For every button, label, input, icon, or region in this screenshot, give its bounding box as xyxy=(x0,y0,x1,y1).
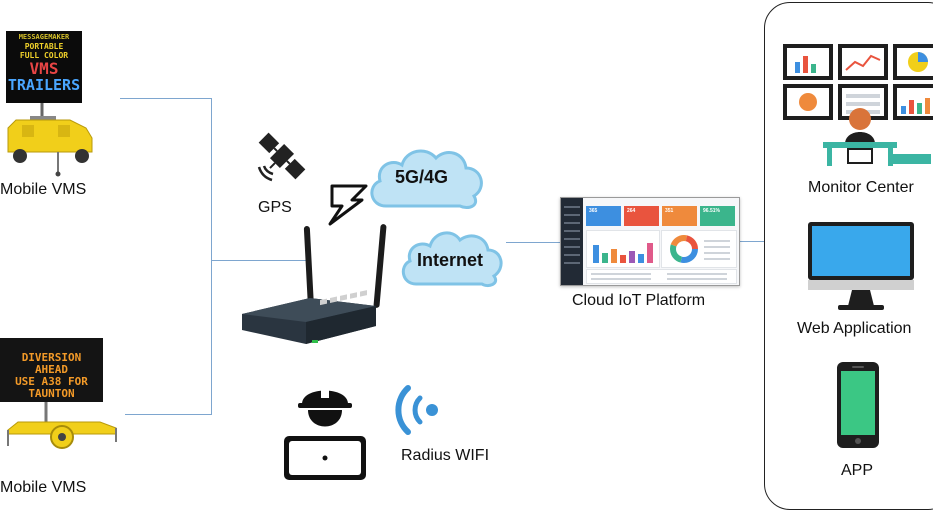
kpi-card-2: 264 xyxy=(624,206,659,226)
cellular-cloud-icon xyxy=(370,149,483,210)
kpi-card-1: 365 xyxy=(586,206,621,226)
app-label: APP xyxy=(841,462,874,479)
vms-bottom-sign-line-4: TAUNTON xyxy=(28,387,75,400)
connector-vms-bottom xyxy=(125,414,212,415)
vms-trailer-bottom-icon xyxy=(0,338,117,449)
dashboard-sidebar xyxy=(561,198,583,285)
kpi-value-4: 96.51% xyxy=(703,208,720,214)
web-monitor-icon xyxy=(808,222,914,310)
dashboard-bar-panel xyxy=(586,230,660,268)
kpi-card-3: 351 xyxy=(662,206,697,226)
vms-bottom-sign-line-2: AHEAD xyxy=(34,363,69,376)
vms-top-label: Mobile VMS xyxy=(0,181,87,198)
wifi-label: Radius WIFI xyxy=(401,447,490,464)
dashboard-table-panel xyxy=(586,269,737,284)
connector-bus-router xyxy=(212,260,306,261)
wifi-signal-icon xyxy=(395,385,438,435)
kpi-card-4: 96.51% xyxy=(700,206,735,226)
monitor-center-label: Monitor Center xyxy=(808,179,914,196)
internet-cloud-icon xyxy=(401,231,503,288)
web-application-label: Web Application xyxy=(797,320,912,337)
cellular-cloud-label: 5G/4G xyxy=(395,167,449,187)
monitor-center-icon xyxy=(783,44,933,166)
connector-internet-platform xyxy=(506,242,560,243)
vms-bottom-sign-line-1: DIVERSION xyxy=(21,351,82,364)
vms-top-sign-line-5: TRAILERS xyxy=(7,76,81,94)
kpi-value-2: 264 xyxy=(627,208,636,214)
vms-top-sign-line-1: MESSAGEMAKER xyxy=(18,33,70,41)
vms-trailer-top-icon xyxy=(6,31,93,177)
connector-vms-top xyxy=(120,98,212,99)
dashboard-donut-panel xyxy=(661,230,737,268)
vms-top-sign-line-2: PORTABLE xyxy=(24,42,64,51)
vms-trailer-bottom: DIVERSION AHEAD USE A38 FOR TAUNTON xyxy=(0,336,125,456)
vms-bottom-label: Mobile VMS xyxy=(0,479,87,496)
iot-platform-dashboard: 365 264 351 96.51% xyxy=(560,197,740,286)
satellite-icon xyxy=(257,132,306,182)
connector-platform-clients xyxy=(738,241,764,242)
dashboard-donut-chart-icon xyxy=(670,235,730,263)
lightning-icon xyxy=(328,184,368,226)
kpi-value-3: 351 xyxy=(665,208,674,214)
router-icon xyxy=(242,224,387,344)
vms-top-sign-line-3: FULL COLOR xyxy=(19,51,69,60)
vms-trailer-top: MESSAGEMAKER PORTABLE FULL COLOR VMS TRA… xyxy=(0,28,100,178)
platform-label: Cloud IoT Platform xyxy=(572,292,706,309)
phone-icon xyxy=(837,362,879,448)
vms-top-sign-line-4: VMS xyxy=(29,59,59,78)
engineer-laptop-icon xyxy=(284,384,366,480)
vms-bottom-sign-line-3: USE A38 FOR xyxy=(15,375,88,388)
kpi-value-1: 365 xyxy=(589,208,598,214)
dashboard-bar-chart-icon xyxy=(593,243,653,263)
internet-cloud-label: Internet xyxy=(417,250,484,270)
gps-label: GPS xyxy=(258,199,292,216)
connector-vms-bus xyxy=(211,98,212,415)
